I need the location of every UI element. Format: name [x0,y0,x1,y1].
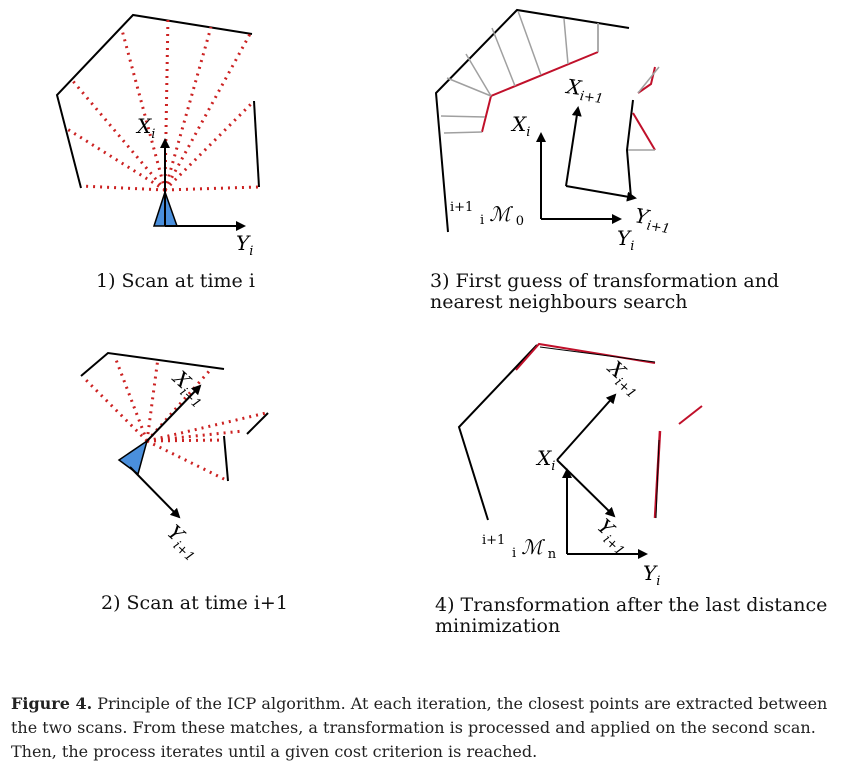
panel-2-y-axis-arrow [129,466,181,519]
panel-4-xi-label: Xi [535,446,555,474]
panel-3-x1-label: Xi+1 [563,74,606,107]
panel-2-wall-right-upper [246,412,269,435]
panel-1-y-label: Yi [236,231,253,259]
panel-2-scan-time-i-plus-1: Xi+1 Yi+1 [80,351,269,565]
panel-3-right-links [628,66,660,151]
panel-4-y1-label: Yi+1 [590,514,636,559]
panel-1-scan-walls [55,13,253,189]
panel-3-match-links [440,10,599,134]
panel-2-y-label: Yi+1 [160,520,206,565]
panel-3-y1-axis-arrow [565,185,637,202]
figure-caption-label: Figure 4. [11,694,93,713]
panel-2-laser-rays [81,356,267,483]
figure-caption: Figure 4. Principle of the ICP algorithm… [11,692,856,764]
panel-3-x1-axis-arrow [565,106,582,187]
panel-4-y1-axis-arrow [556,459,616,518]
panel-3-right-matched-b [632,112,656,151]
panel-4-aligned-top-black [539,346,656,363]
panel-4-caption-line-2: minimization [435,615,561,637]
panel-4-caption-line-1: 4) Transformation after the last distanc… [435,594,828,616]
panel-4-aligned-top [515,342,656,371]
panel-2-x-axis-arrow [146,384,202,442]
panel-4-transform-label: i+1 i ℳ n [482,529,557,562]
panel-3-y1-label: Yi+1 [632,203,673,237]
panel-3-caption-line-1: 3) First guess of transformation and [430,270,780,292]
panel-3-first-guess: Xi Yi Xi+1 Yi+1 i+1 i ℳ 0 [434,8,673,254]
panel-1-caption: 1) Scan at time i [96,270,255,292]
panel-4-yi-label: Yi [643,561,660,589]
panel-2-x-label: Xi+1 [164,365,212,412]
panel-3-right-wall-ref [625,99,634,199]
panel-3-caption-line-2: nearest neighbours search [430,291,688,313]
panel-1-wall-right [253,100,260,188]
panel-2-sensor-icon [117,439,149,476]
panel-4-reference-scan [457,344,538,521]
panel-4-aligned-right-wall-black [655,439,660,519]
panel-4-aligned-right-short [678,405,703,425]
panel-1-x-label: Xi [135,114,155,142]
panel-3-transform-label: i+1 i ℳ 0 [450,196,524,229]
panel-3-yi-label: Yi [617,226,634,254]
panel-4-x1-axis-arrow [556,393,617,461]
panel-2-caption: 2) Scan at time i+1 [101,592,288,614]
figure-caption-text: Principle of the ICP algorithm. At each … [11,694,828,761]
panel-3-xi-label: Xi [510,112,530,140]
panel-2-wall-right-lower [223,435,229,482]
panel-1-scan-time-i: Xi Yi [55,13,260,259]
icp-figure: Xi Yi Xi+1 Yi+1 [55,8,703,589]
panel-4-x1-label: Xi+1 [599,355,647,402]
panel-3-reference-scan [434,8,630,233]
panel-2-scan-walls [80,351,225,377]
panel-1-laser-rays [63,14,259,192]
panel-4-final-transformation: Xi Yi Xi+1 Yi+1 i+1 i ℳ n [457,342,703,589]
